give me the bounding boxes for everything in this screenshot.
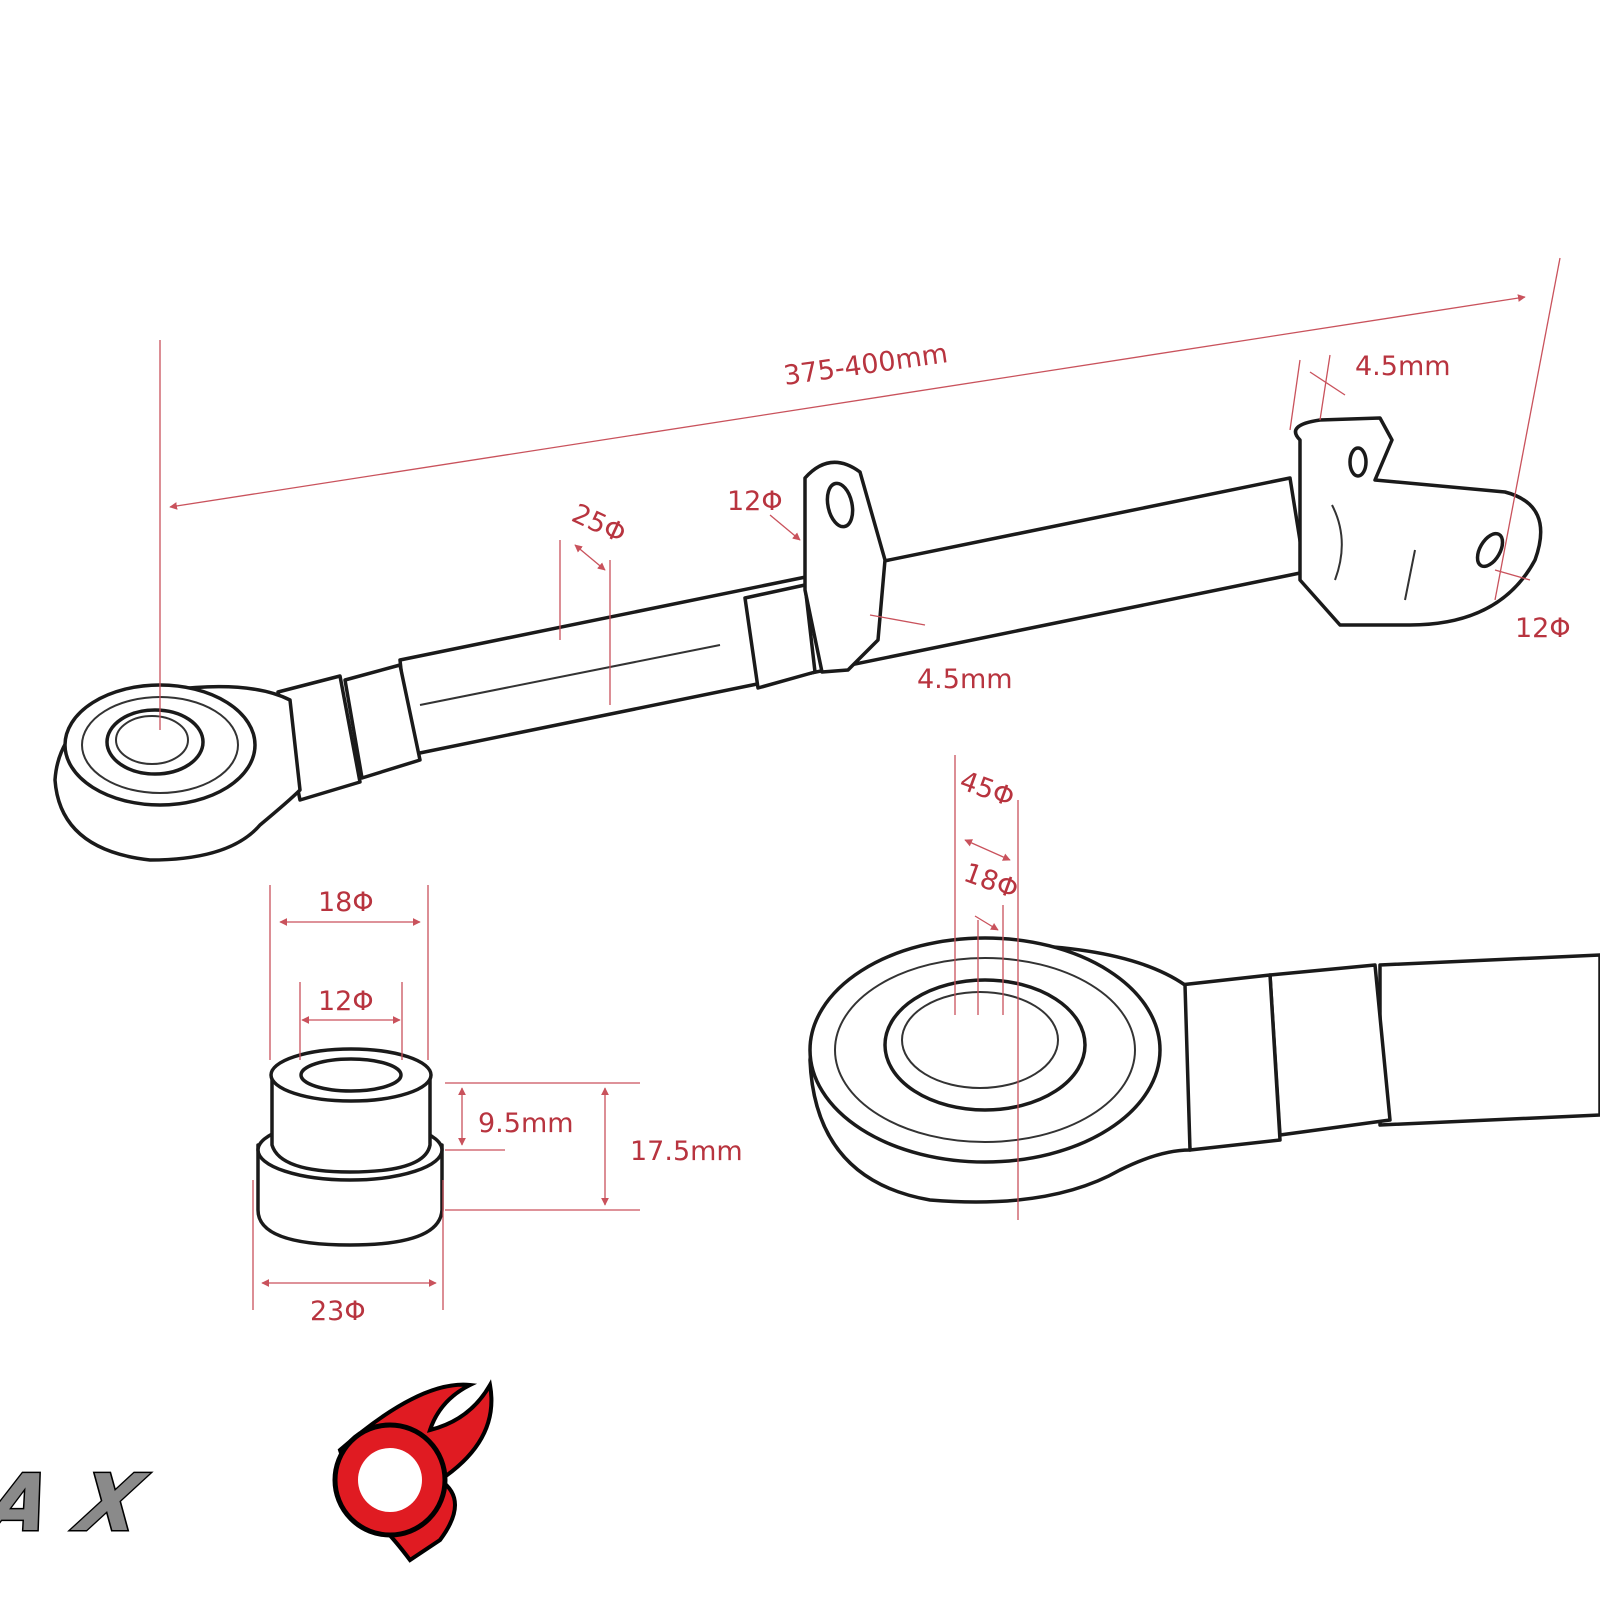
rod-hex-nut	[743, 583, 817, 690]
bracket-thickness-top-label: 4.5mm	[1355, 351, 1451, 382]
rod-diameter-label: 25Φ	[567, 498, 631, 550]
overall-length-label: 375-400mm	[782, 338, 950, 392]
rod-end-outer-diameter-label: 45Φ	[956, 765, 1019, 813]
rod-end-detail	[808, 936, 1600, 1204]
bushing-total-height-label: 17.5mm	[630, 1136, 743, 1167]
bushing-bore-diameter-label: 12Φ	[318, 986, 374, 1017]
end-clevis	[1293, 416, 1543, 627]
bushing-dimension-lines	[252, 885, 640, 1310]
bushing-collar-height-label: 9.5mm	[478, 1108, 574, 1139]
rod-end-dimension-lines	[954, 755, 1019, 1220]
bracket-hole-diameter-label: 12Φ	[727, 486, 783, 517]
bushing-inner-top-diameter-label: 18Φ	[318, 887, 374, 918]
bushing-base-diameter-label: 23Φ	[310, 1296, 366, 1327]
dmax-logo: D-MAX	[0, 1379, 494, 1563]
end-hole-diameter-label: 12Φ	[1515, 613, 1571, 644]
logo-wordmark: D-MAX	[0, 1458, 154, 1549]
bushing	[256, 1047, 444, 1247]
main-dimension-lines	[159, 257, 1561, 730]
rod-end-inner-diameter-label: 18Φ	[960, 857, 1023, 905]
bracket-thickness-mid-label: 4.5mm	[917, 664, 1013, 695]
link-rod	[53, 416, 1543, 862]
